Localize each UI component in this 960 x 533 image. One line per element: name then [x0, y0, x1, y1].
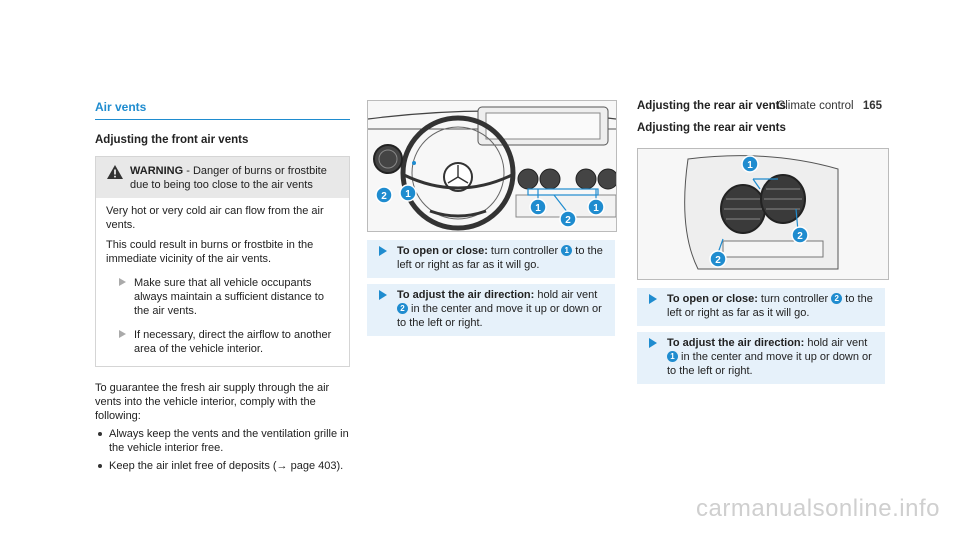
step-text: to the left or right as far as it will g…	[397, 245, 603, 271]
section-name: Climate control	[776, 100, 854, 112]
callout-marker: 1	[741, 155, 759, 173]
warning-body: Very hot or very cold air can flow from …	[96, 198, 349, 366]
bullet-item: Always keep the vents and the ventilatio…	[95, 427, 350, 455]
rear-vent-steps: To open or close: turn controller 2 to t…	[637, 288, 885, 384]
warning-step-2-text: If necessary, direct the airflow to anot…	[134, 329, 332, 355]
callout-marker: 1	[587, 198, 605, 216]
callout-marker: 2	[709, 250, 727, 268]
bullet-item: Keep the air inlet free of deposits (→ p…	[95, 459, 350, 473]
rear-vents-illustration: 1 2 2	[637, 148, 889, 280]
step-text: hold air vent	[804, 337, 868, 349]
step-label: To adjust the air direction:	[667, 337, 805, 349]
step-text: in the center and move it up or down or …	[397, 303, 602, 329]
svg-text:2: 2	[715, 255, 721, 266]
column-1: Air vents Adjusting the front air vents …	[95, 98, 350, 477]
callout-marker: 2	[559, 210, 577, 228]
watermark: carmanualsonline.info	[696, 495, 940, 522]
callout-marker: 1	[529, 198, 547, 216]
step-text: turn controller	[487, 245, 562, 257]
step-text: in the center and move it up or down or …	[667, 351, 872, 377]
bullet-list: Always keep the vents and the ventilatio…	[95, 427, 350, 473]
step-label: To adjust the air direction:	[397, 289, 535, 301]
callout-marker: 1	[399, 184, 417, 202]
warning-step-2: If necessary, direct the airflow to anot…	[106, 328, 339, 356]
warning-icon	[107, 165, 123, 179]
warning-box: WARNING - Danger of burns or frostbite d…	[95, 156, 350, 367]
body-paragraph: To guarantee the fresh air supply throug…	[95, 382, 330, 422]
callout-number: 1	[561, 245, 573, 256]
step-label: To open or close:	[397, 245, 488, 257]
dashboard-illustration: 2 1 1 1 2	[367, 100, 617, 232]
dashboard-drawing: 2 1 1 1 2	[368, 101, 616, 231]
page-header: Climate control 165	[777, 100, 882, 112]
svg-text:1: 1	[593, 203, 599, 214]
callout-number: 1	[667, 351, 678, 362]
instruction-step-open-close: To open or close: turn controller 1 to t…	[367, 240, 615, 278]
callout-number: 2	[831, 293, 843, 304]
callout-number: 2	[397, 303, 408, 314]
svg-text:1: 1	[747, 160, 753, 171]
step-arrow-icon	[119, 278, 126, 286]
step-arrow-icon	[119, 330, 126, 338]
warning-text-1: Very hot or very cold air can flow from …	[106, 205, 324, 231]
warning-step-1-text: Make sure that all vehicle occupants alw…	[134, 277, 324, 317]
step-arrow-icon	[649, 338, 657, 348]
column-3: Adjusting the rear air vents Adjusting t…	[637, 98, 887, 144]
step-arrow-icon	[379, 246, 387, 256]
svg-text:2: 2	[381, 191, 387, 202]
warning-header: WARNING - Danger of burns or frostbite d…	[96, 157, 349, 198]
step-text: to the left or right as far as it will g…	[667, 293, 873, 319]
step-label: To open or close:	[667, 293, 758, 305]
warning-label: WARNING	[130, 165, 184, 177]
step-arrow-icon	[649, 294, 657, 304]
subsection-title: Adjusting the rear air vents	[637, 100, 786, 112]
svg-text:2: 2	[797, 231, 803, 242]
svg-text:1: 1	[405, 189, 411, 200]
step-arrow-icon	[379, 290, 387, 300]
rear-vents-drawing: 1 2 2	[638, 149, 888, 279]
svg-text:2: 2	[565, 215, 571, 226]
step-text: turn controller	[757, 293, 832, 305]
step-text: hold air vent	[534, 289, 598, 301]
svg-text:1: 1	[535, 203, 541, 214]
callout-marker: 2	[375, 186, 393, 204]
page-number: 165	[862, 100, 882, 112]
subsection-title: Adjusting the rear air vents	[637, 122, 786, 134]
subsection-title: Adjusting the front air vents	[95, 134, 249, 146]
instruction-step-air-direction: To adjust the air direction: hold air ve…	[637, 332, 885, 384]
front-vent-steps: To open or close: turn controller 1 to t…	[367, 240, 615, 360]
warning-text-2: This could result in burns or frostbite …	[106, 239, 314, 265]
section-title: Air vents	[95, 100, 350, 120]
warning-headline: - Danger of burns or frostbite due to be…	[130, 165, 327, 191]
instruction-step-open-close: To open or close: turn controller 2 to t…	[637, 288, 885, 326]
callout-marker: 2	[791, 226, 809, 244]
instruction-step-air-direction: To adjust the air direction: hold air ve…	[367, 284, 615, 336]
warning-step-1: Make sure that all vehicle occupants alw…	[106, 276, 339, 318]
